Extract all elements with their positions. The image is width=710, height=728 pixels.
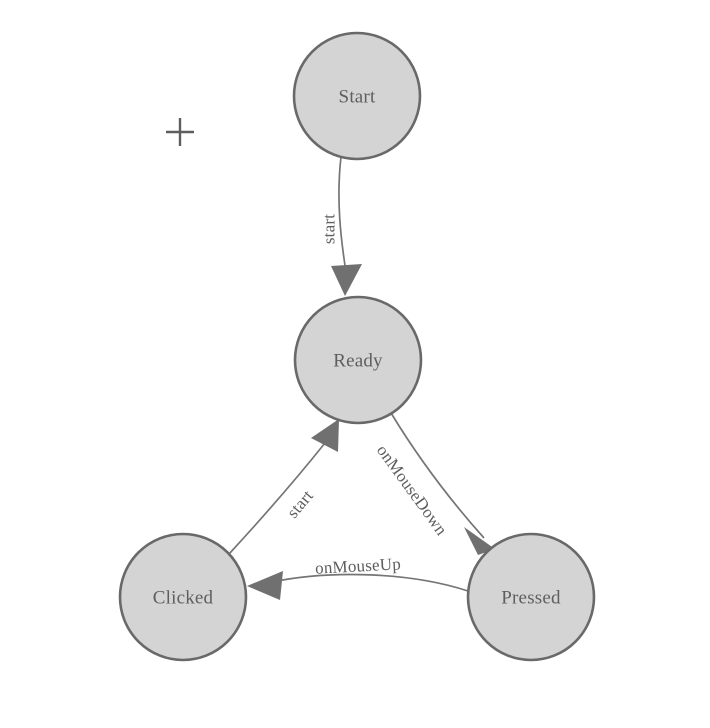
edge-label-clicked-to-ready: start [283, 486, 317, 521]
arrowhead-clicked-to-ready [311, 419, 339, 452]
state-label-start: Start [339, 87, 376, 108]
state-node-start[interactable]: Start [292, 31, 422, 161]
state-label-pressed: Pressed [501, 588, 561, 609]
state-node-pressed[interactable]: Pressed [466, 532, 596, 662]
edge-label-start-to-ready: start [320, 214, 339, 244]
edge-path-ready-to-pressed [390, 412, 485, 539]
state-circle-pressed [466, 532, 596, 662]
edge-ready-to-pressed[interactable]: onMouseDown [373, 412, 495, 555]
edge-path-pressed-to-clicked [271, 573, 469, 592]
state-circle-ready [293, 295, 423, 425]
edge-clicked-to-ready[interactable]: start [228, 419, 339, 555]
arrowhead-start-to-ready [331, 264, 362, 296]
state-label-clicked: Clicked [153, 588, 214, 609]
arrowhead-ready-to-pressed [464, 527, 495, 555]
edge-label-ready-to-pressed: onMouseDown [373, 441, 451, 539]
edge-start-to-ready[interactable]: start [320, 156, 363, 296]
edge-path-clicked-to-ready [228, 442, 326, 555]
edge-label-pressed-to-clicked: onMouseUp [315, 554, 402, 577]
plus-marker-icon [166, 118, 194, 146]
state-node-ready[interactable]: Ready [293, 295, 423, 425]
state-circle-start [292, 31, 422, 161]
state-label-ready: Ready [333, 351, 383, 372]
state-circle-clicked [118, 532, 248, 662]
edge-pressed-to-clicked[interactable]: onMouseUp [247, 554, 469, 600]
state-node-clicked[interactable]: Clicked [118, 532, 248, 662]
arrowhead-pressed-to-clicked [247, 571, 283, 600]
edge-path-start-to-ready [338, 156, 347, 273]
